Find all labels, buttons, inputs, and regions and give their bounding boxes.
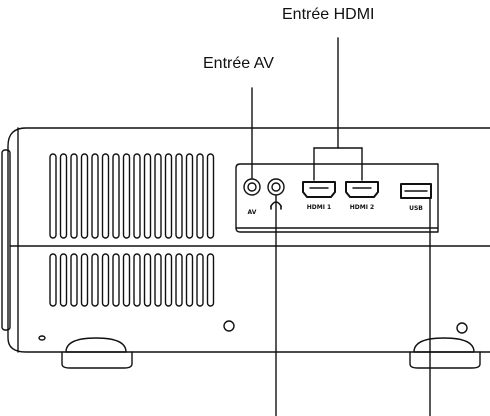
- right-foot: [413, 337, 475, 353]
- upper-vent-grille: [49, 153, 215, 239]
- vent-slot: [143, 253, 152, 307]
- vent-slot: [70, 253, 78, 307]
- headphone-jack-inner: [271, 182, 281, 192]
- lower-vent-grille: [49, 253, 215, 307]
- hdmi2-port: [345, 181, 379, 198]
- vent-slot: [185, 253, 194, 307]
- vent-slot: [206, 253, 215, 307]
- vent-slot: [112, 153, 120, 239]
- vent-slot: [122, 153, 131, 239]
- usb-port: [400, 183, 432, 199]
- vent-slot: [122, 253, 131, 307]
- vent-slot: [49, 153, 57, 239]
- vent-slot: [80, 253, 89, 307]
- vent-slot: [206, 153, 215, 239]
- vent-slot: [164, 253, 173, 307]
- vent-slot: [196, 153, 204, 239]
- vent-slot: [49, 253, 57, 307]
- port-panel: [235, 163, 439, 233]
- vent-slot: [175, 253, 183, 307]
- indicator-dot: [38, 335, 46, 341]
- vent-slot: [143, 153, 152, 239]
- screw-hole-right: [456, 322, 468, 334]
- vent-slot: [59, 253, 68, 307]
- vent-slot: [133, 253, 141, 307]
- vent-slot: [185, 153, 194, 239]
- screw-hole-left: [223, 320, 235, 332]
- vent-slot: [154, 153, 162, 239]
- av-jack: [243, 178, 261, 196]
- port-label-av: AV: [248, 209, 257, 216]
- headphone-jack: [267, 178, 285, 196]
- vent-slot: [154, 253, 162, 307]
- vent-slot: [91, 153, 99, 239]
- vent-slot: [164, 153, 173, 239]
- vent-slot: [133, 153, 141, 239]
- left-foot: [65, 337, 127, 353]
- left-foot-base: [61, 351, 133, 369]
- vent-slot: [112, 253, 120, 307]
- projector-left-side-ridge: [1, 149, 11, 331]
- callout-label-av-input: Entrée AV: [203, 55, 274, 72]
- vent-slot: [59, 153, 68, 239]
- port-label-hdmi2: HDMI 2: [350, 204, 374, 211]
- av-jack-inner: [247, 182, 257, 192]
- vent-slot: [101, 153, 110, 239]
- port-label-hdmi1: HDMI 1: [307, 204, 331, 211]
- callout-label-hdmi-input: Entrée HDMI: [282, 6, 375, 23]
- vent-slot: [101, 253, 110, 307]
- vent-slot: [91, 253, 99, 307]
- projector-body-outline: [7, 127, 490, 353]
- right-foot-base: [409, 351, 481, 369]
- hdmi1-port: [302, 181, 336, 198]
- vent-slot: [70, 153, 78, 239]
- vent-slot: [175, 153, 183, 239]
- vent-slot: [80, 153, 89, 239]
- port-label-usb: USB: [409, 205, 423, 212]
- vent-slot: [196, 253, 204, 307]
